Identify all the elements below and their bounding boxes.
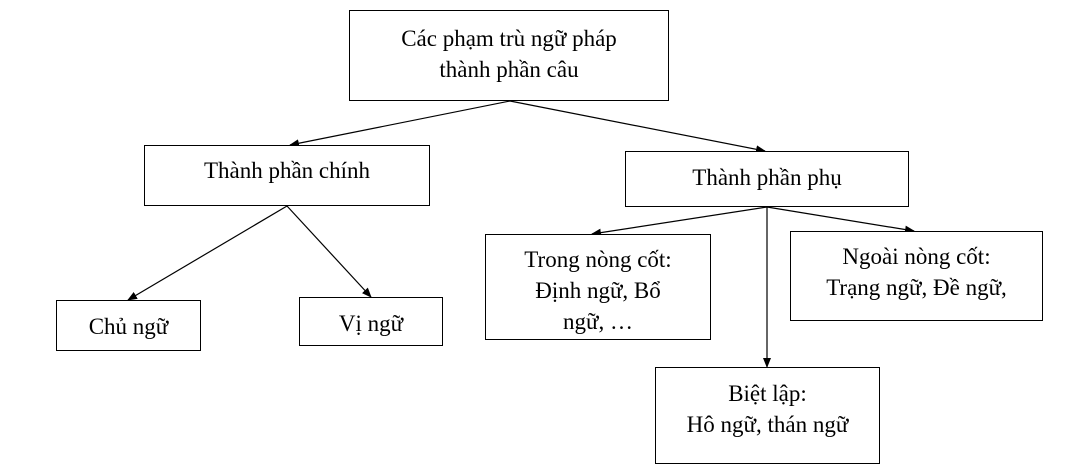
arrow-root-to-main — [289, 100, 511, 148]
root-node-line-2: thành phần câu — [439, 57, 579, 82]
subject-node: Chủ ngữ — [56, 300, 201, 351]
outer-line-2: Trạng ngữ, Đề ngữ, — [826, 275, 1007, 300]
core-node: Trong nòng cốt: Định ngữ, Bổ ngữ, … — [485, 234, 711, 340]
arrow-root-to-sub — [509, 100, 766, 154]
main-component-node: Thành phần chính — [144, 145, 430, 206]
main-component-label: Thành phần chính — [203, 158, 371, 183]
separate-line-2: Hô ngữ, thán ngữ — [686, 412, 849, 437]
separate-line-1: Biệt lập: — [728, 381, 807, 406]
subject-label: Chủ ngữ — [88, 314, 169, 339]
core-line-3: ngữ, … — [563, 309, 633, 334]
core-line-1: Trong nòng cốt: — [524, 247, 672, 272]
arrow-sub-to-outer — [766, 206, 915, 234]
arrow-sub-to-core — [591, 206, 768, 237]
outer-node: Ngoài nòng cốt: Trạng ngữ, Đề ngữ, — [790, 231, 1043, 321]
separate-node: Biệt lập: Hô ngữ, thán ngữ — [655, 367, 880, 464]
arrow-main-to-subject — [127, 205, 288, 301]
sub-component-label: Thành phần phụ — [692, 165, 842, 190]
arrow-main-to-predicate — [286, 205, 372, 298]
predicate-node: Vị ngữ — [299, 297, 443, 346]
root-node: Các phạm trù ngữ pháp thành phần câu — [349, 10, 669, 101]
predicate-label: Vị ngữ — [338, 311, 404, 336]
sub-component-node: Thành phần phụ — [625, 151, 909, 207]
root-node-line-1: Các phạm trù ngữ pháp — [401, 26, 617, 51]
core-line-2: Định ngữ, Bổ — [535, 278, 661, 303]
outer-line-1: Ngoài nòng cốt: — [842, 244, 991, 269]
